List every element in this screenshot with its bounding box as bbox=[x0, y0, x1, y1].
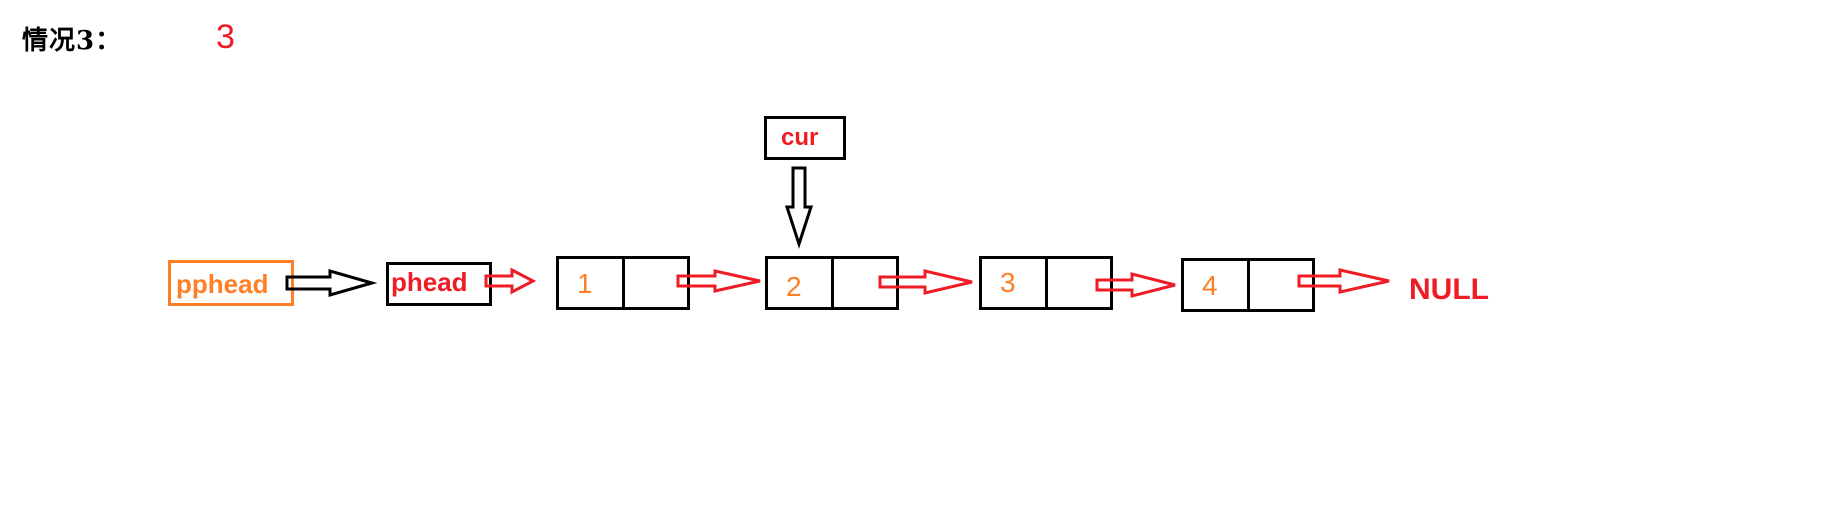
node-value: 3 bbox=[1000, 267, 1016, 298]
phead-label: phead bbox=[391, 267, 468, 297]
cur-box: cur bbox=[764, 116, 846, 160]
arrow-node2-to-node3 bbox=[878, 269, 973, 295]
node-value: 2 bbox=[786, 271, 802, 302]
null-terminal: NULL bbox=[1409, 273, 1489, 306]
phead-box: phead bbox=[386, 262, 492, 306]
list-node-2: 2 bbox=[765, 256, 899, 310]
node-data-cell: 1 bbox=[559, 259, 625, 307]
pphead-box: pphead bbox=[168, 260, 294, 306]
node-data-cell: 3 bbox=[982, 259, 1048, 307]
list-node-1: 1 bbox=[556, 256, 690, 310]
node-value: 1 bbox=[577, 268, 593, 299]
node-value: 4 bbox=[1202, 270, 1218, 301]
arrow-pphead-to-phead bbox=[285, 269, 378, 297]
case-heading: 情况3： bbox=[22, 26, 123, 56]
node-data-cell: 4 bbox=[1184, 261, 1250, 309]
arrow-phead-to-node1 bbox=[484, 267, 537, 295]
list-node-3: 3 bbox=[979, 256, 1113, 310]
case-number: 3 bbox=[216, 18, 235, 56]
node-data-cell: 2 bbox=[768, 259, 834, 307]
arrow-cur-to-node2 bbox=[784, 166, 814, 249]
arrow-node3-to-node4 bbox=[1095, 272, 1176, 298]
arrow-node1-to-node2 bbox=[676, 269, 761, 293]
pphead-label: pphead bbox=[176, 269, 269, 299]
cur-label: cur bbox=[781, 124, 819, 151]
arrow-node4-to-null bbox=[1297, 268, 1390, 294]
